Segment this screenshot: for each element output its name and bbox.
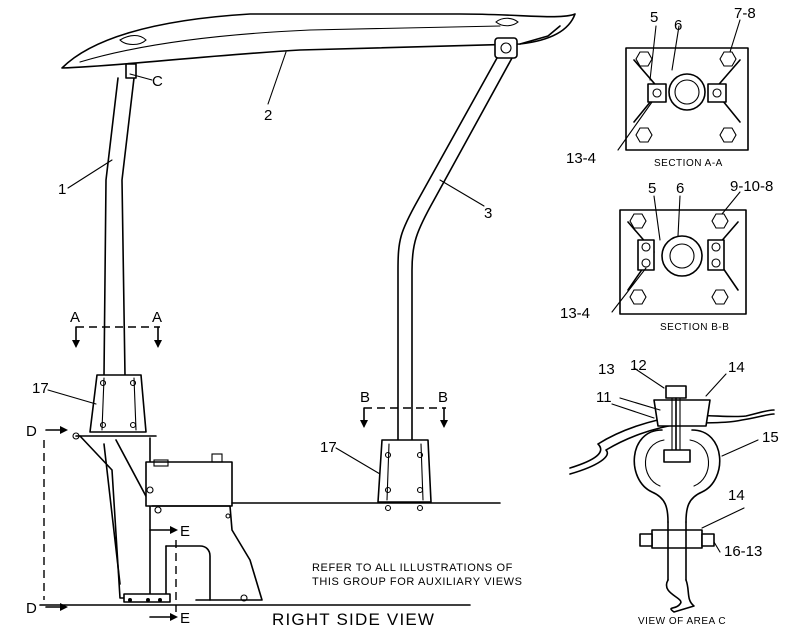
main-view-caption: RIGHT SIDE VIEW (272, 610, 435, 629)
label-part-2: 2 (264, 107, 272, 124)
c-label-14-top: 14 (728, 359, 745, 376)
label-section-a-left: A (70, 309, 80, 326)
sb-label-13-4: 13-4 (560, 305, 590, 322)
note-line-1: REFER TO ALL ILLUSTRATIONS OF (312, 562, 513, 574)
area-c-view (569, 367, 775, 613)
c-label-12: 12 (630, 357, 647, 374)
c-label-13: 13 (598, 361, 615, 378)
label-d-bottom: D (26, 600, 37, 617)
dimension-d (43, 426, 68, 611)
label-section-b-left: B (360, 389, 370, 406)
note-line-2: THIS GROUP FOR AUXILIARY VIEWS (312, 576, 523, 588)
section-a-cut (72, 326, 162, 348)
label-c: C (152, 73, 163, 90)
canopy-top (61, 13, 576, 69)
sa-label-5: 5 (650, 9, 658, 26)
section-bb-caption: SECTION B-B (660, 322, 729, 333)
label-part-1: 1 (58, 181, 66, 198)
label-e-top: E (180, 523, 190, 540)
section-aa-view (617, 19, 749, 151)
sb-label-5: 5 (648, 180, 656, 197)
sa-label-6: 6 (674, 17, 682, 34)
left-mount-assembly (72, 374, 263, 603)
area-c-caption: VIEW OF AREA C (638, 616, 726, 627)
label-part-3: 3 (484, 205, 492, 222)
leader-lines (47, 51, 485, 475)
dimension-e (149, 526, 178, 621)
sb-label-6: 6 (676, 180, 684, 197)
right-post (397, 37, 518, 441)
c-label-15: 15 (762, 429, 779, 446)
label-d-top: D (26, 423, 37, 440)
section-aa-caption: SECTION A-A (654, 158, 723, 169)
label-section-a-right: A (152, 309, 162, 326)
label-section-b-right: B (438, 389, 448, 406)
label-e-bottom: E (180, 610, 190, 627)
c-label-16-13: 16-13 (724, 543, 762, 560)
left-post (103, 63, 137, 377)
section-bb-view (611, 191, 747, 315)
sa-label-13-4: 13-4 (566, 150, 596, 167)
label-part-17-left: 17 (32, 380, 49, 397)
section-b-cut (360, 407, 448, 428)
right-mount-assembly (231, 439, 501, 512)
c-label-11: 11 (596, 389, 612, 406)
label-part-17-right: 17 (320, 439, 337, 456)
sb-label-9-10-8: 9-10-8 (730, 178, 773, 195)
c-label-14-bottom: 14 (728, 487, 745, 504)
sa-label-7-8: 7-8 (734, 5, 756, 22)
